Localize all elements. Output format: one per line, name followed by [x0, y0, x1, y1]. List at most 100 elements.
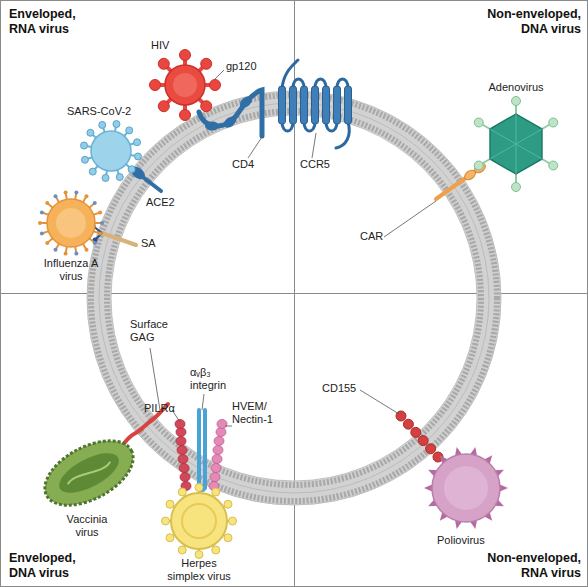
cd4-receptor — [199, 90, 262, 136]
virus-shape — [81, 156, 88, 163]
virus-shape — [113, 121, 120, 128]
virus-shape — [178, 546, 186, 554]
car-receptor — [473, 161, 487, 174]
virus-shape — [54, 194, 58, 198]
receptor-label: Surface GAG — [130, 318, 180, 344]
virus-name: Adenovirus — [481, 81, 551, 94]
virus-name: HIV — [151, 39, 181, 52]
virus-shape — [85, 194, 89, 198]
ccr5-receptor — [323, 86, 330, 124]
virus-shape — [40, 232, 44, 236]
virus-outline — [420, 442, 512, 534]
virus-shape — [166, 534, 174, 542]
ccr5-receptor — [279, 86, 286, 124]
virus-shape — [171, 493, 227, 549]
virus-particle: Influenza A virus — [36, 188, 106, 258]
ccr5-receptor — [334, 86, 341, 124]
virus-shape — [173, 73, 197, 97]
virus-shape — [34, 428, 143, 519]
leader-line — [360, 390, 399, 414]
leader-line — [150, 348, 160, 410]
virus-particle: Herpes simplex virus — [161, 483, 237, 559]
virus-shape — [102, 174, 109, 181]
quadrant-title: Non-enveloped, RNA virus — [473, 551, 581, 581]
virus-shape — [180, 110, 191, 121]
integrin-receptor — [197, 410, 201, 488]
virus-shape — [67, 460, 112, 487]
leader-line — [248, 137, 262, 158]
leader-line — [214, 70, 224, 80]
virus-shape — [212, 488, 220, 496]
virus-shape — [210, 80, 221, 91]
virus-shape — [134, 153, 141, 160]
virus-shape — [224, 534, 232, 542]
cd155-receptor — [418, 436, 428, 446]
ace2-receptor — [129, 164, 148, 182]
virus-shape — [178, 488, 186, 496]
virus-shape — [85, 248, 89, 252]
virus-shape — [549, 161, 558, 170]
virus-shape — [56, 208, 86, 238]
virus-particle: Poliovirus — [420, 442, 512, 534]
receptor-label: CAR — [360, 230, 390, 243]
virus-shape — [74, 252, 78, 256]
receptor-label: ACE2 — [146, 196, 186, 209]
virus-shape — [128, 166, 135, 173]
receptor-label: SA — [141, 237, 165, 250]
virus-shape — [98, 232, 102, 236]
leader-line — [150, 70, 436, 426]
car-receptor — [436, 161, 487, 199]
virus-shape — [490, 144, 516, 159]
virus-shape — [45, 241, 49, 245]
protein-label: gp120 — [226, 60, 276, 73]
cd155-receptor — [403, 419, 413, 429]
leader-line — [225, 426, 232, 427]
virus-shape — [64, 190, 68, 194]
cd4-receptor — [205, 122, 219, 131]
cd4-receptor — [222, 114, 239, 130]
virus-shape — [549, 118, 558, 127]
virus-shape — [158, 101, 169, 112]
pilr-receptor — [178, 455, 188, 464]
virus-shape — [116, 174, 123, 181]
virus-shape — [158, 58, 169, 69]
virus-shape — [490, 114, 542, 174]
virus-particle: Vaccinia virus — [34, 433, 144, 513]
virus-shape — [100, 221, 104, 225]
integrin-receptor — [198, 410, 206, 492]
virus-shape — [89, 168, 96, 175]
virus-name: Vaccinia virus — [59, 513, 115, 539]
receptor-label: PILRα — [144, 402, 184, 415]
virus-shape — [40, 210, 44, 214]
receptor-label: CD4 — [232, 158, 262, 171]
virus-shape — [126, 127, 133, 134]
virus-shape — [53, 445, 124, 501]
ccr5-receptor — [301, 86, 308, 124]
virus-shape — [474, 118, 483, 127]
hvem-receptor — [213, 446, 223, 455]
ccr5-receptor — [336, 122, 349, 148]
virus-outline — [36, 188, 106, 258]
virus-shape — [47, 199, 95, 247]
virus-outline — [34, 433, 144, 513]
virus-shape — [93, 241, 97, 245]
pilr-receptor — [177, 446, 187, 455]
hvem-receptor — [210, 473, 220, 482]
virus-shape — [91, 131, 131, 171]
virus-shape — [166, 500, 174, 508]
virus-name: SARS-CoV-2 — [67, 105, 147, 118]
virus-shape — [150, 80, 161, 91]
leader-line — [312, 133, 316, 158]
cd155-receptor — [426, 444, 436, 454]
pilr-receptor — [176, 437, 186, 446]
virus-shape — [45, 201, 49, 205]
virus-shape — [212, 546, 220, 554]
virus-shape — [87, 129, 94, 136]
hvem-receptor — [212, 455, 222, 464]
virus-shape — [516, 144, 517, 174]
virus-shape — [201, 101, 212, 112]
cd155-receptor — [411, 427, 421, 437]
receptor-label: CCR5 — [300, 158, 340, 171]
virus-shape — [512, 183, 521, 192]
